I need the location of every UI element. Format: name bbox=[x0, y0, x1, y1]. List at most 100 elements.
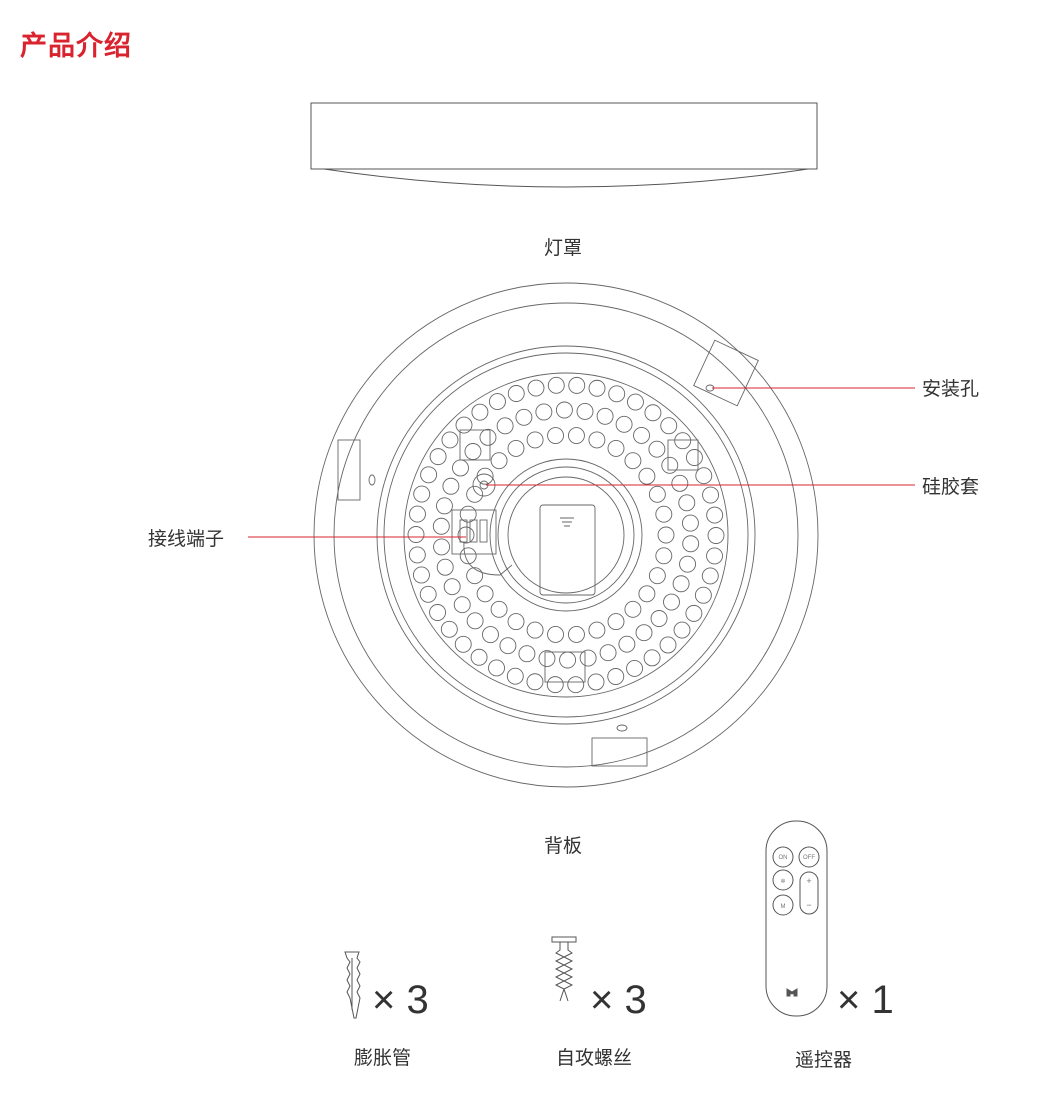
led-dot bbox=[436, 558, 454, 576]
led-dot bbox=[459, 547, 477, 565]
led-dot bbox=[547, 427, 564, 444]
leader-lines bbox=[248, 387, 915, 538]
led-dot bbox=[627, 393, 644, 411]
led-dot bbox=[433, 538, 451, 556]
led-dot bbox=[547, 376, 565, 394]
led-dot bbox=[663, 593, 680, 611]
led-dot bbox=[555, 401, 573, 419]
led-dot bbox=[459, 505, 477, 523]
led-dot bbox=[579, 649, 597, 667]
led-dot bbox=[407, 526, 425, 543]
led-dot bbox=[482, 626, 499, 644]
led-dot bbox=[685, 604, 703, 622]
led-dot bbox=[681, 514, 699, 532]
led-dot bbox=[685, 449, 703, 466]
led-dot bbox=[452, 459, 469, 477]
label-terminal-block: 接线端子 bbox=[148, 528, 225, 550]
label-backplate: 背板 bbox=[544, 835, 583, 857]
led-dot bbox=[701, 567, 719, 585]
led-dot bbox=[471, 403, 489, 421]
label-lampshade: 灯罩 bbox=[544, 237, 583, 259]
label-mounting-hole: 安装孔 bbox=[922, 378, 980, 400]
led-dot bbox=[518, 645, 536, 663]
led-dot bbox=[671, 474, 689, 492]
led-dot bbox=[466, 612, 484, 630]
led-dot bbox=[488, 393, 506, 411]
led-dot bbox=[499, 637, 517, 655]
led-dot bbox=[624, 600, 642, 618]
remote-mode-button: M bbox=[781, 904, 786, 910]
led-dot bbox=[615, 415, 633, 433]
led-dot bbox=[638, 585, 656, 603]
label-anchor: 膨胀管 bbox=[354, 1047, 412, 1069]
led-dot bbox=[546, 676, 564, 694]
led-dot bbox=[496, 417, 514, 435]
anchor-quantity: × 3 bbox=[372, 978, 429, 1022]
led-dot bbox=[408, 546, 426, 564]
led-dot bbox=[648, 440, 666, 458]
led-dot bbox=[660, 417, 678, 435]
remote-plus-button: + bbox=[806, 876, 811, 886]
led-dot bbox=[466, 485, 484, 503]
led-dot bbox=[457, 526, 475, 544]
led-dot bbox=[588, 621, 606, 639]
led-dot bbox=[429, 448, 447, 466]
led-dot bbox=[419, 585, 437, 603]
led-dot bbox=[440, 620, 458, 638]
led-dot bbox=[626, 659, 644, 677]
led-dot bbox=[429, 604, 447, 621]
led-dot bbox=[706, 506, 724, 524]
led-dot bbox=[455, 416, 473, 434]
led-dot bbox=[679, 555, 697, 573]
led-dot bbox=[443, 578, 461, 596]
page-title: 产品介绍 bbox=[20, 31, 132, 62]
led-dot bbox=[488, 659, 505, 677]
backplate-drawing bbox=[313, 282, 819, 788]
led-dot bbox=[674, 432, 692, 450]
led-dot bbox=[599, 644, 617, 662]
led-dot bbox=[657, 526, 675, 544]
led-dot bbox=[588, 379, 606, 397]
led-dot bbox=[655, 505, 673, 523]
led-dot bbox=[568, 376, 586, 394]
led-dot bbox=[490, 600, 508, 618]
remote-quantity: × 1 bbox=[837, 978, 894, 1022]
led-dot bbox=[659, 636, 677, 654]
led-dot bbox=[476, 467, 494, 485]
led-dot bbox=[435, 497, 453, 515]
led-dot bbox=[635, 624, 653, 642]
led-dot bbox=[559, 651, 577, 669]
led-dot bbox=[420, 466, 438, 484]
led-dot bbox=[515, 408, 533, 426]
led-dot bbox=[638, 467, 656, 485]
led-dot bbox=[470, 648, 488, 666]
led-dot bbox=[707, 527, 725, 544]
led-dot bbox=[413, 485, 431, 503]
remote-on-button: ON bbox=[779, 855, 788, 861]
led-dot bbox=[596, 407, 614, 425]
led-dot bbox=[568, 427, 585, 444]
led-dot bbox=[527, 379, 545, 397]
led-dot bbox=[476, 585, 494, 603]
remote-drawing bbox=[765, 820, 828, 1017]
led-dot bbox=[506, 667, 524, 685]
led-dot bbox=[441, 431, 459, 449]
led-dot bbox=[702, 486, 720, 504]
led-dot bbox=[655, 547, 673, 565]
led-dot bbox=[412, 566, 430, 584]
label-remote: 遥控器 bbox=[795, 1049, 853, 1071]
led-dot bbox=[648, 567, 666, 585]
led-dot bbox=[453, 596, 471, 614]
led-dot bbox=[706, 547, 723, 565]
led-dot bbox=[567, 676, 585, 694]
led-dot bbox=[568, 626, 585, 643]
led-dot bbox=[538, 650, 556, 667]
led-dot bbox=[694, 586, 712, 604]
led-dot bbox=[526, 673, 544, 691]
led-dot bbox=[678, 494, 696, 512]
lampshade-drawing bbox=[310, 102, 818, 188]
led-dot bbox=[588, 431, 606, 449]
led-dot bbox=[526, 431, 544, 449]
label-silicone-sleeve: 硅胶套 bbox=[922, 476, 980, 498]
